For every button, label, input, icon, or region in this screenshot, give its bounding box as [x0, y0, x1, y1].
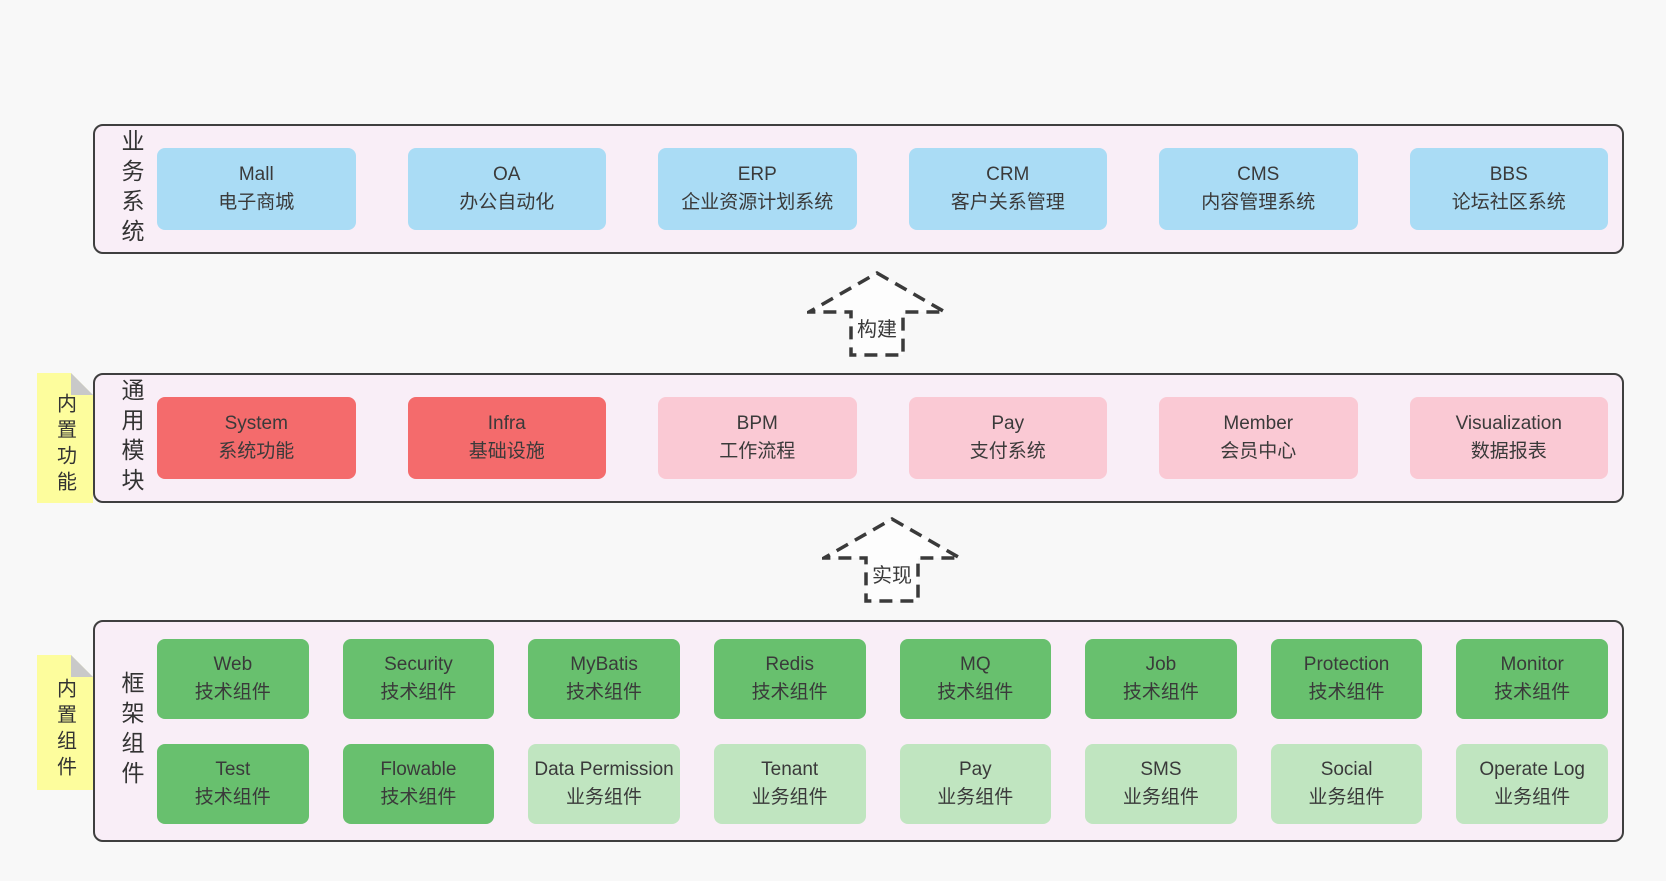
box-title: System — [224, 413, 288, 434]
box-subtitle: 系统功能 — [218, 441, 295, 462]
framework-components-grid: Web 技术组件 Security 技术组件 MyBatis 技术组件 Redi… — [157, 622, 1622, 840]
box-pay: Pay 支付系统 — [908, 397, 1107, 479]
box-title: Data Permission — [534, 758, 674, 780]
box-subtitle: 支付系统 — [969, 441, 1046, 462]
box-subtitle: 技术组件 — [194, 681, 271, 703]
layer-label-business-systems: 业务系统 — [118, 129, 144, 249]
box-sms: SMS 业务组件 — [1085, 743, 1237, 824]
box-subtitle: 业务组件 — [1308, 786, 1385, 808]
box-bbs: BBS 论坛社区系统 — [1409, 148, 1608, 230]
note-builtin-components: 内置组件 — [37, 655, 93, 790]
box-title: Protection — [1303, 653, 1390, 675]
box-cms: CMS 内容管理系统 — [1159, 148, 1358, 230]
box-pay-business: Pay 业务组件 — [899, 743, 1052, 824]
box-subtitle: 数据报表 — [1470, 441, 1547, 462]
box-mall: Mall 电子商城 — [157, 148, 356, 230]
box-subtitle: 业务组件 — [1494, 786, 1571, 808]
box-subtitle: 技术组件 — [751, 681, 828, 703]
box-subtitle: 内容管理系统 — [1201, 192, 1316, 213]
box-subtitle: 业务组件 — [751, 786, 828, 808]
box-crm: CRM 客户关系管理 — [908, 148, 1107, 230]
layer-business-systems: 业务系统 Mall 电子商城 OA 办公自动化 ERP 企业资源计划系统 CRM… — [93, 124, 1624, 254]
box-monitor: Monitor 技术组件 — [1456, 638, 1608, 719]
box-title: ERP — [737, 164, 777, 185]
box-flowable: Flowable 技术组件 — [342, 743, 495, 824]
box-title: Tenant — [761, 758, 819, 780]
box-title: Infra — [487, 413, 526, 434]
box-subtitle: 技术组件 — [937, 681, 1014, 703]
layer-label-framework-components: 框架组件 — [118, 671, 144, 791]
note-builtin-features: 内置功能 — [37, 373, 93, 503]
box-data-permission: Data Permission 业务组件 — [528, 743, 680, 824]
box-title: Pay — [958, 758, 992, 780]
box-subtitle: 技术组件 — [380, 786, 457, 808]
box-title: CRM — [986, 164, 1030, 185]
box-subtitle: 工作流程 — [719, 441, 796, 462]
box-title: BPM — [736, 413, 778, 434]
box-title: MQ — [960, 653, 991, 675]
implement-arrow-label: 实现 — [869, 559, 915, 588]
box-erp: ERP 企业资源计划系统 — [658, 148, 857, 230]
box-subtitle: 办公自动化 — [459, 192, 555, 213]
build-arrow: 构建 — [807, 271, 947, 357]
box-test: Test 技术组件 — [157, 743, 309, 824]
box-subtitle: 论坛社区系统 — [1451, 192, 1566, 213]
layer-framework-components: 框架组件 Web 技术组件 Security 技术组件 MyBatis 技术组件… — [93, 620, 1624, 842]
box-title: Monitor — [1500, 653, 1564, 675]
box-security: Security 技术组件 — [342, 638, 495, 719]
box-subtitle: 会员中心 — [1220, 441, 1297, 462]
box-title: Member — [1223, 413, 1294, 434]
box-title: MyBatis — [570, 653, 638, 675]
box-title: Operate Log — [1479, 758, 1585, 780]
box-operate-log: Operate Log 业务组件 — [1456, 743, 1608, 824]
box-subtitle: 电子商城 — [218, 192, 295, 213]
box-mybatis: MyBatis 技术组件 — [528, 638, 680, 719]
box-system: System 系统功能 — [157, 397, 356, 479]
box-subtitle: 业务组件 — [1122, 786, 1199, 808]
box-protection: Protection 技术组件 — [1270, 638, 1423, 719]
layer-label-common-modules: 通用模块 — [118, 378, 144, 498]
box-visualization: Visualization 数据报表 — [1409, 397, 1608, 479]
box-subtitle: 业务组件 — [937, 786, 1014, 808]
box-subtitle: 企业资源计划系统 — [681, 192, 834, 213]
box-title: Redis — [765, 653, 814, 675]
box-infra: Infra 基础设施 — [407, 397, 606, 479]
box-social: Social 业务组件 — [1270, 743, 1423, 824]
layer-common-modules: 通用模块 System 系统功能 Infra 基础设施 BPM 工作流程 Pay… — [93, 373, 1624, 503]
box-subtitle: 技术组件 — [1494, 681, 1571, 703]
business-systems-row: Mall 电子商城 OA 办公自动化 ERP 企业资源计划系统 CRM 客户关系… — [157, 126, 1622, 252]
box-oa: OA 办公自动化 — [407, 148, 606, 230]
box-title: Job — [1145, 653, 1177, 675]
box-mq: MQ 技术组件 — [899, 638, 1052, 719]
box-tenant: Tenant 业务组件 — [713, 743, 866, 824]
box-title: CMS — [1237, 164, 1280, 185]
box-title: Web — [213, 653, 253, 675]
box-subtitle: 技术组件 — [566, 681, 643, 703]
box-title: Social — [1320, 758, 1373, 780]
box-job: Job 技术组件 — [1085, 638, 1237, 719]
box-title: Visualization — [1455, 413, 1562, 434]
box-title: Mall — [238, 164, 274, 185]
box-subtitle: 技术组件 — [194, 786, 271, 808]
box-title: OA — [493, 164, 521, 185]
box-web: Web 技术组件 — [157, 638, 309, 719]
box-subtitle: 基础设施 — [468, 441, 545, 462]
box-bpm: BPM 工作流程 — [658, 397, 857, 479]
box-title: Security — [384, 653, 453, 675]
implement-arrow: 实现 — [822, 517, 962, 603]
common-modules-row: System 系统功能 Infra 基础设施 BPM 工作流程 Pay 支付系统… — [157, 375, 1622, 501]
box-subtitle: 业务组件 — [566, 786, 643, 808]
box-title: Test — [215, 758, 251, 780]
build-arrow-label: 构建 — [854, 313, 900, 342]
box-title: BBS — [1489, 164, 1528, 185]
box-subtitle: 技术组件 — [380, 681, 457, 703]
box-member: Member 会员中心 — [1159, 397, 1358, 479]
box-title: SMS — [1140, 758, 1182, 780]
box-subtitle: 客户关系管理 — [950, 192, 1065, 213]
box-title: Flowable — [380, 758, 457, 780]
box-redis: Redis 技术组件 — [713, 638, 866, 719]
box-subtitle: 技术组件 — [1122, 681, 1199, 703]
box-title: Pay — [991, 413, 1025, 434]
box-subtitle: 技术组件 — [1308, 681, 1385, 703]
